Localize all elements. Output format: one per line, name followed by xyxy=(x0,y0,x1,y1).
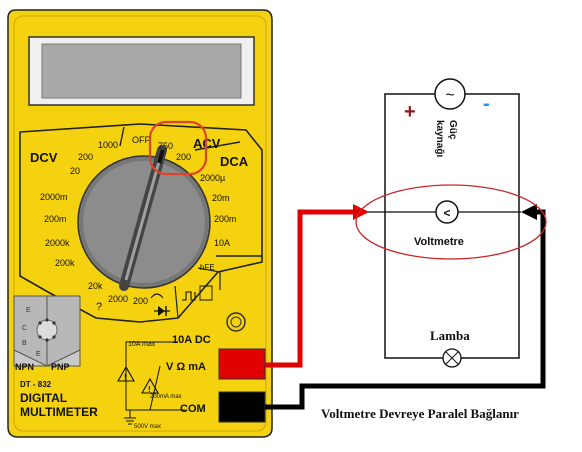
acv-range-200: 200 xyxy=(176,152,191,162)
voltmeter-highlight xyxy=(355,184,547,260)
dcv-range-200: 200 xyxy=(78,152,93,162)
ohm-range-200: 200 xyxy=(133,296,148,306)
socket-pin-c: C xyxy=(22,325,27,332)
off-label: OFF xyxy=(132,135,150,145)
port-com-label: COM xyxy=(180,403,206,415)
lcd-display xyxy=(41,43,242,99)
dcv-range-1000: 1000 xyxy=(98,140,118,150)
caption: Voltmetre Devreye Paralel Bağlanır xyxy=(321,406,519,421)
source-label-1: Güç xyxy=(447,120,458,140)
question-mark: ? xyxy=(96,301,102,313)
power-source-symbol: ~ xyxy=(445,87,454,104)
black-test-lead xyxy=(265,209,546,410)
jack-v-ma[interactable] xyxy=(218,348,266,380)
ohm-divider xyxy=(174,285,179,319)
multimeter: DCV ACV DCA 1000 200 20 2000m 200m OFF 7… xyxy=(7,9,273,438)
hfe-box-icon xyxy=(199,285,213,301)
transistor-socket[interactable]: E C B E NPN PNP xyxy=(13,295,81,372)
red-test-lead xyxy=(265,209,353,368)
dca-range-20m: 20m xyxy=(212,193,230,203)
black-lead-arrow xyxy=(521,204,537,220)
ohm-range-2000k: 2000k xyxy=(45,238,70,248)
ohm-range-20k: 20k xyxy=(88,281,103,291)
socket-pin-e-top: E xyxy=(26,307,31,314)
voltmeter xyxy=(435,200,459,224)
port-volt-max: 500V max xyxy=(134,424,161,430)
circuit: ~ + - Güç kaynağı < Voltmetre Lamba xyxy=(355,78,547,368)
socket-pin-e-bottom: E xyxy=(36,351,41,358)
voltmeter-symbol: < xyxy=(443,206,450,220)
npn-label: NPN xyxy=(15,362,34,372)
continuity-icon xyxy=(150,293,164,299)
source-minus: - xyxy=(483,93,490,115)
brand-line-1: DIGITAL xyxy=(20,391,67,405)
dca-range-10a: 10A xyxy=(214,238,230,248)
model-label: DT - 832 xyxy=(20,380,52,389)
dca-range-200m: 200m xyxy=(214,214,237,224)
jack-10a-inner xyxy=(230,316,242,328)
port-vma-max: 200mA max xyxy=(150,394,182,400)
jack-com[interactable] xyxy=(218,391,266,423)
source-label-2: kaynağı xyxy=(434,120,445,157)
port-10a-label: 10A DC xyxy=(172,334,211,346)
dca-hfe-divider xyxy=(197,267,221,290)
dcv-range-2000m: 2000m xyxy=(40,192,68,202)
dcv-range-20: 20 xyxy=(70,166,80,176)
port-vma-label: V Ω mA xyxy=(166,361,206,373)
port-panel: ! ! xyxy=(117,341,185,425)
warning-mark-1: ! xyxy=(124,373,127,382)
dcv-range-200m: 200m xyxy=(44,214,67,224)
acv-divider xyxy=(194,141,241,151)
voltmeter-label: Voltmetre xyxy=(414,236,464,248)
ohm-range-2000: 2000 xyxy=(108,294,128,304)
ohm-range-200k: 200k xyxy=(55,258,75,268)
acv-range-750: 750 xyxy=(158,141,173,151)
lamp-cross-2 xyxy=(445,351,459,365)
source-plus: + xyxy=(404,101,416,123)
red-lead-arrow xyxy=(353,204,369,220)
dial-pointer[interactable] xyxy=(119,145,167,291)
diode-icon xyxy=(154,306,170,316)
dca-label: DCA xyxy=(220,154,249,169)
lamp-label: Lamba xyxy=(430,328,470,343)
square-wave-icon xyxy=(182,291,196,301)
port-10a-max: 10A max xyxy=(128,341,156,348)
jack-10a[interactable] xyxy=(226,312,246,332)
warning-mark-2: ! xyxy=(148,385,151,394)
dial-pointer-tip xyxy=(157,149,165,164)
power-source xyxy=(434,78,466,110)
dcv-label: DCV xyxy=(30,150,58,165)
acv-highlight xyxy=(148,120,208,176)
pnp-label: PNP xyxy=(51,362,70,372)
dcv-divider xyxy=(119,126,125,147)
socket-pin-b: B xyxy=(22,340,27,347)
hfe-label: hFE xyxy=(200,263,215,272)
brand-line-2: MULTIMETER xyxy=(20,405,98,419)
meter-body-inner xyxy=(13,15,267,432)
dca-range-2000u: 2000µ xyxy=(200,173,225,183)
